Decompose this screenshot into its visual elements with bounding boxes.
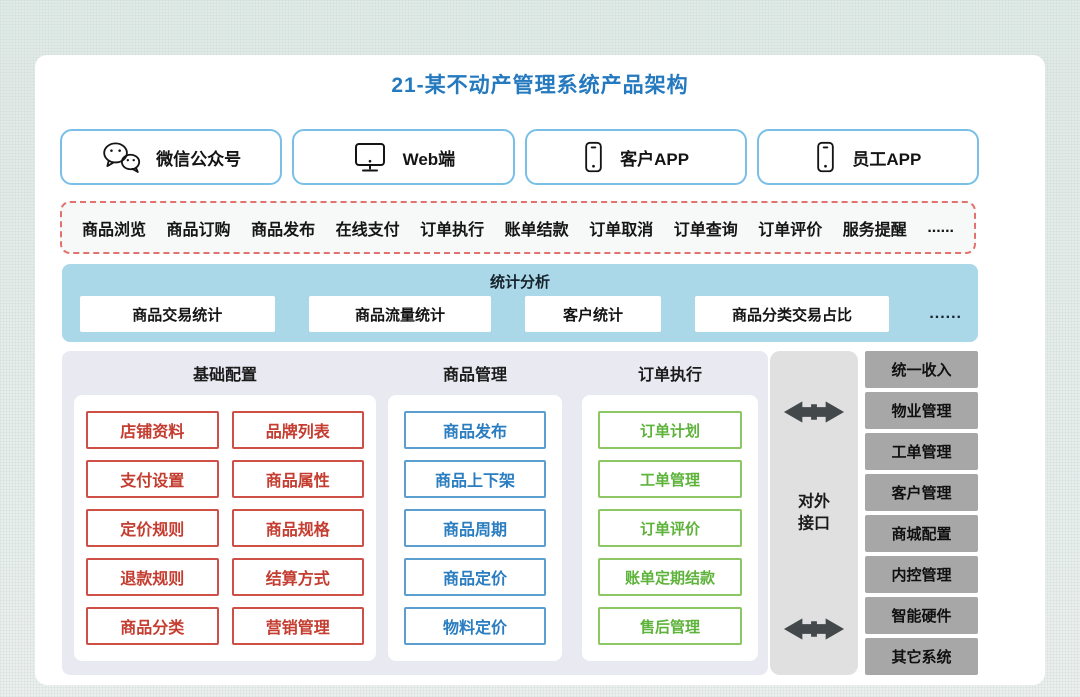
module-item: 商品规格 <box>231 509 364 547</box>
external-system-item: 内控管理 <box>865 556 978 593</box>
order-exec-panel: 订单计划 工单管理 订单评价 账单定期结款 售后管理 <box>582 395 758 661</box>
external-interface-column: 对外接口 <box>770 351 858 675</box>
stat-item: 商品分类交易占比 <box>694 296 890 332</box>
service-item: 商品订购 <box>166 221 231 239</box>
module-item: 营销管理 <box>231 607 364 645</box>
service-item: 在线支付 <box>335 221 400 239</box>
statistics-row: 商品交易统计 商品流量统计 客户统计 商品分类交易占比 ...... <box>80 296 962 332</box>
page-title: 21-某不动产管理系统产品架构 <box>391 74 689 97</box>
module-header-order-exec: 订单执行 <box>637 367 702 384</box>
module-item: 商品属性 <box>231 460 364 498</box>
service-item: 商品浏览 <box>82 221 147 239</box>
external-system-item: 统一收入 <box>865 351 978 388</box>
product-mgmt-panel: 商品发布 商品上下架 商品周期 商品定价 物料定价 <box>388 395 562 661</box>
module-item: 订单计划 <box>598 411 742 449</box>
module-item: 商品周期 <box>404 509 546 547</box>
modules-panel: 基础配置 商品管理 订单执行 店铺资料 品牌列表 支付设置 商品属性 定价规则 … <box>62 351 768 675</box>
statistics-title: 统计分析 <box>489 274 550 291</box>
module-item: 账单定期结款 <box>598 558 742 596</box>
module-item: 支付设置 <box>86 460 219 498</box>
external-system-item: 其它系统 <box>865 638 978 675</box>
external-interface-label: 对外接口 <box>797 493 830 532</box>
stat-item: 商品交易统计 <box>80 296 275 332</box>
service-item: 服务提醒 <box>842 221 907 239</box>
module-item: 结算方式 <box>231 558 364 596</box>
wechat-icon <box>101 140 141 174</box>
module-item: 商品发布 <box>404 411 546 449</box>
phone-icon <box>814 141 837 174</box>
phone-icon <box>582 141 605 174</box>
service-item: 商品发布 <box>251 221 316 239</box>
module-item: 订单评价 <box>598 509 742 547</box>
channel-customer-app: 客户APP <box>524 129 747 185</box>
statistics-panel: 统计分析 商品交易统计 商品流量统计 客户统计 商品分类交易占比 ...... <box>62 264 978 342</box>
module-item: 店铺资料 <box>86 411 219 449</box>
module-item: 商品上下架 <box>404 460 546 498</box>
channel-label: Web端 <box>402 149 456 169</box>
module-item: 品牌列表 <box>231 411 364 449</box>
channel-row: 微信公众号 Web端 <box>60 129 979 185</box>
service-item: 订单评价 <box>758 221 823 239</box>
module-header-basic-config: 基础配置 <box>192 367 257 384</box>
module-item: 售后管理 <box>598 607 742 645</box>
module-item: 商品定价 <box>404 558 546 596</box>
double-arrow-icon <box>782 614 846 644</box>
external-system-item: 物业管理 <box>865 392 978 429</box>
external-system-item: 商城配置 <box>865 515 978 552</box>
external-systems-list: 统一收入 物业管理 工单管理 客户管理 商城配置 内控管理 智能硬件 其它系统 <box>865 351 978 675</box>
service-item: 订单执行 <box>420 221 485 239</box>
more-ellipsis: ...... <box>927 218 954 236</box>
channel-web: Web端 <box>292 129 515 185</box>
module-item: 定价规则 <box>86 509 219 547</box>
double-arrow-icon <box>782 397 846 427</box>
module-item: 退款规则 <box>86 558 219 596</box>
channel-label: 客户APP <box>620 149 690 169</box>
service-item: 账单结款 <box>504 221 569 239</box>
service-item: 订单取消 <box>589 221 654 239</box>
module-item: 工单管理 <box>598 460 742 498</box>
channel-employee-app: 员工APP <box>756 129 979 185</box>
basic-config-panel: 店铺资料 品牌列表 支付设置 商品属性 定价规则 商品规格 退款规则 结算方式 … <box>74 395 376 661</box>
stat-item: 客户统计 <box>525 296 661 332</box>
channel-label: 员工APP <box>852 149 922 169</box>
more-ellipsis: ...... <box>929 305 962 322</box>
channel-label: 微信公众号 <box>156 149 242 169</box>
stat-item: 商品流量统计 <box>308 296 492 332</box>
module-item: 物料定价 <box>404 607 546 645</box>
external-system-item: 工单管理 <box>865 433 978 470</box>
external-system-item: 客户管理 <box>865 474 978 511</box>
module-item: 商品分类 <box>86 607 219 645</box>
service-item: 订单查询 <box>673 221 738 239</box>
architecture-canvas: 21-某不动产管理系统产品架构 微信公众号 <box>35 55 1045 685</box>
channel-wechat: 微信公众号 <box>60 129 283 185</box>
external-system-item: 智能硬件 <box>865 597 978 634</box>
module-header-product-mgmt: 商品管理 <box>442 367 507 384</box>
monitor-icon <box>352 141 388 174</box>
service-strip: 商品浏览 商品订购 商品发布 在线支付 订单执行 账单结款 订单取消 订单查询 … <box>60 201 976 254</box>
